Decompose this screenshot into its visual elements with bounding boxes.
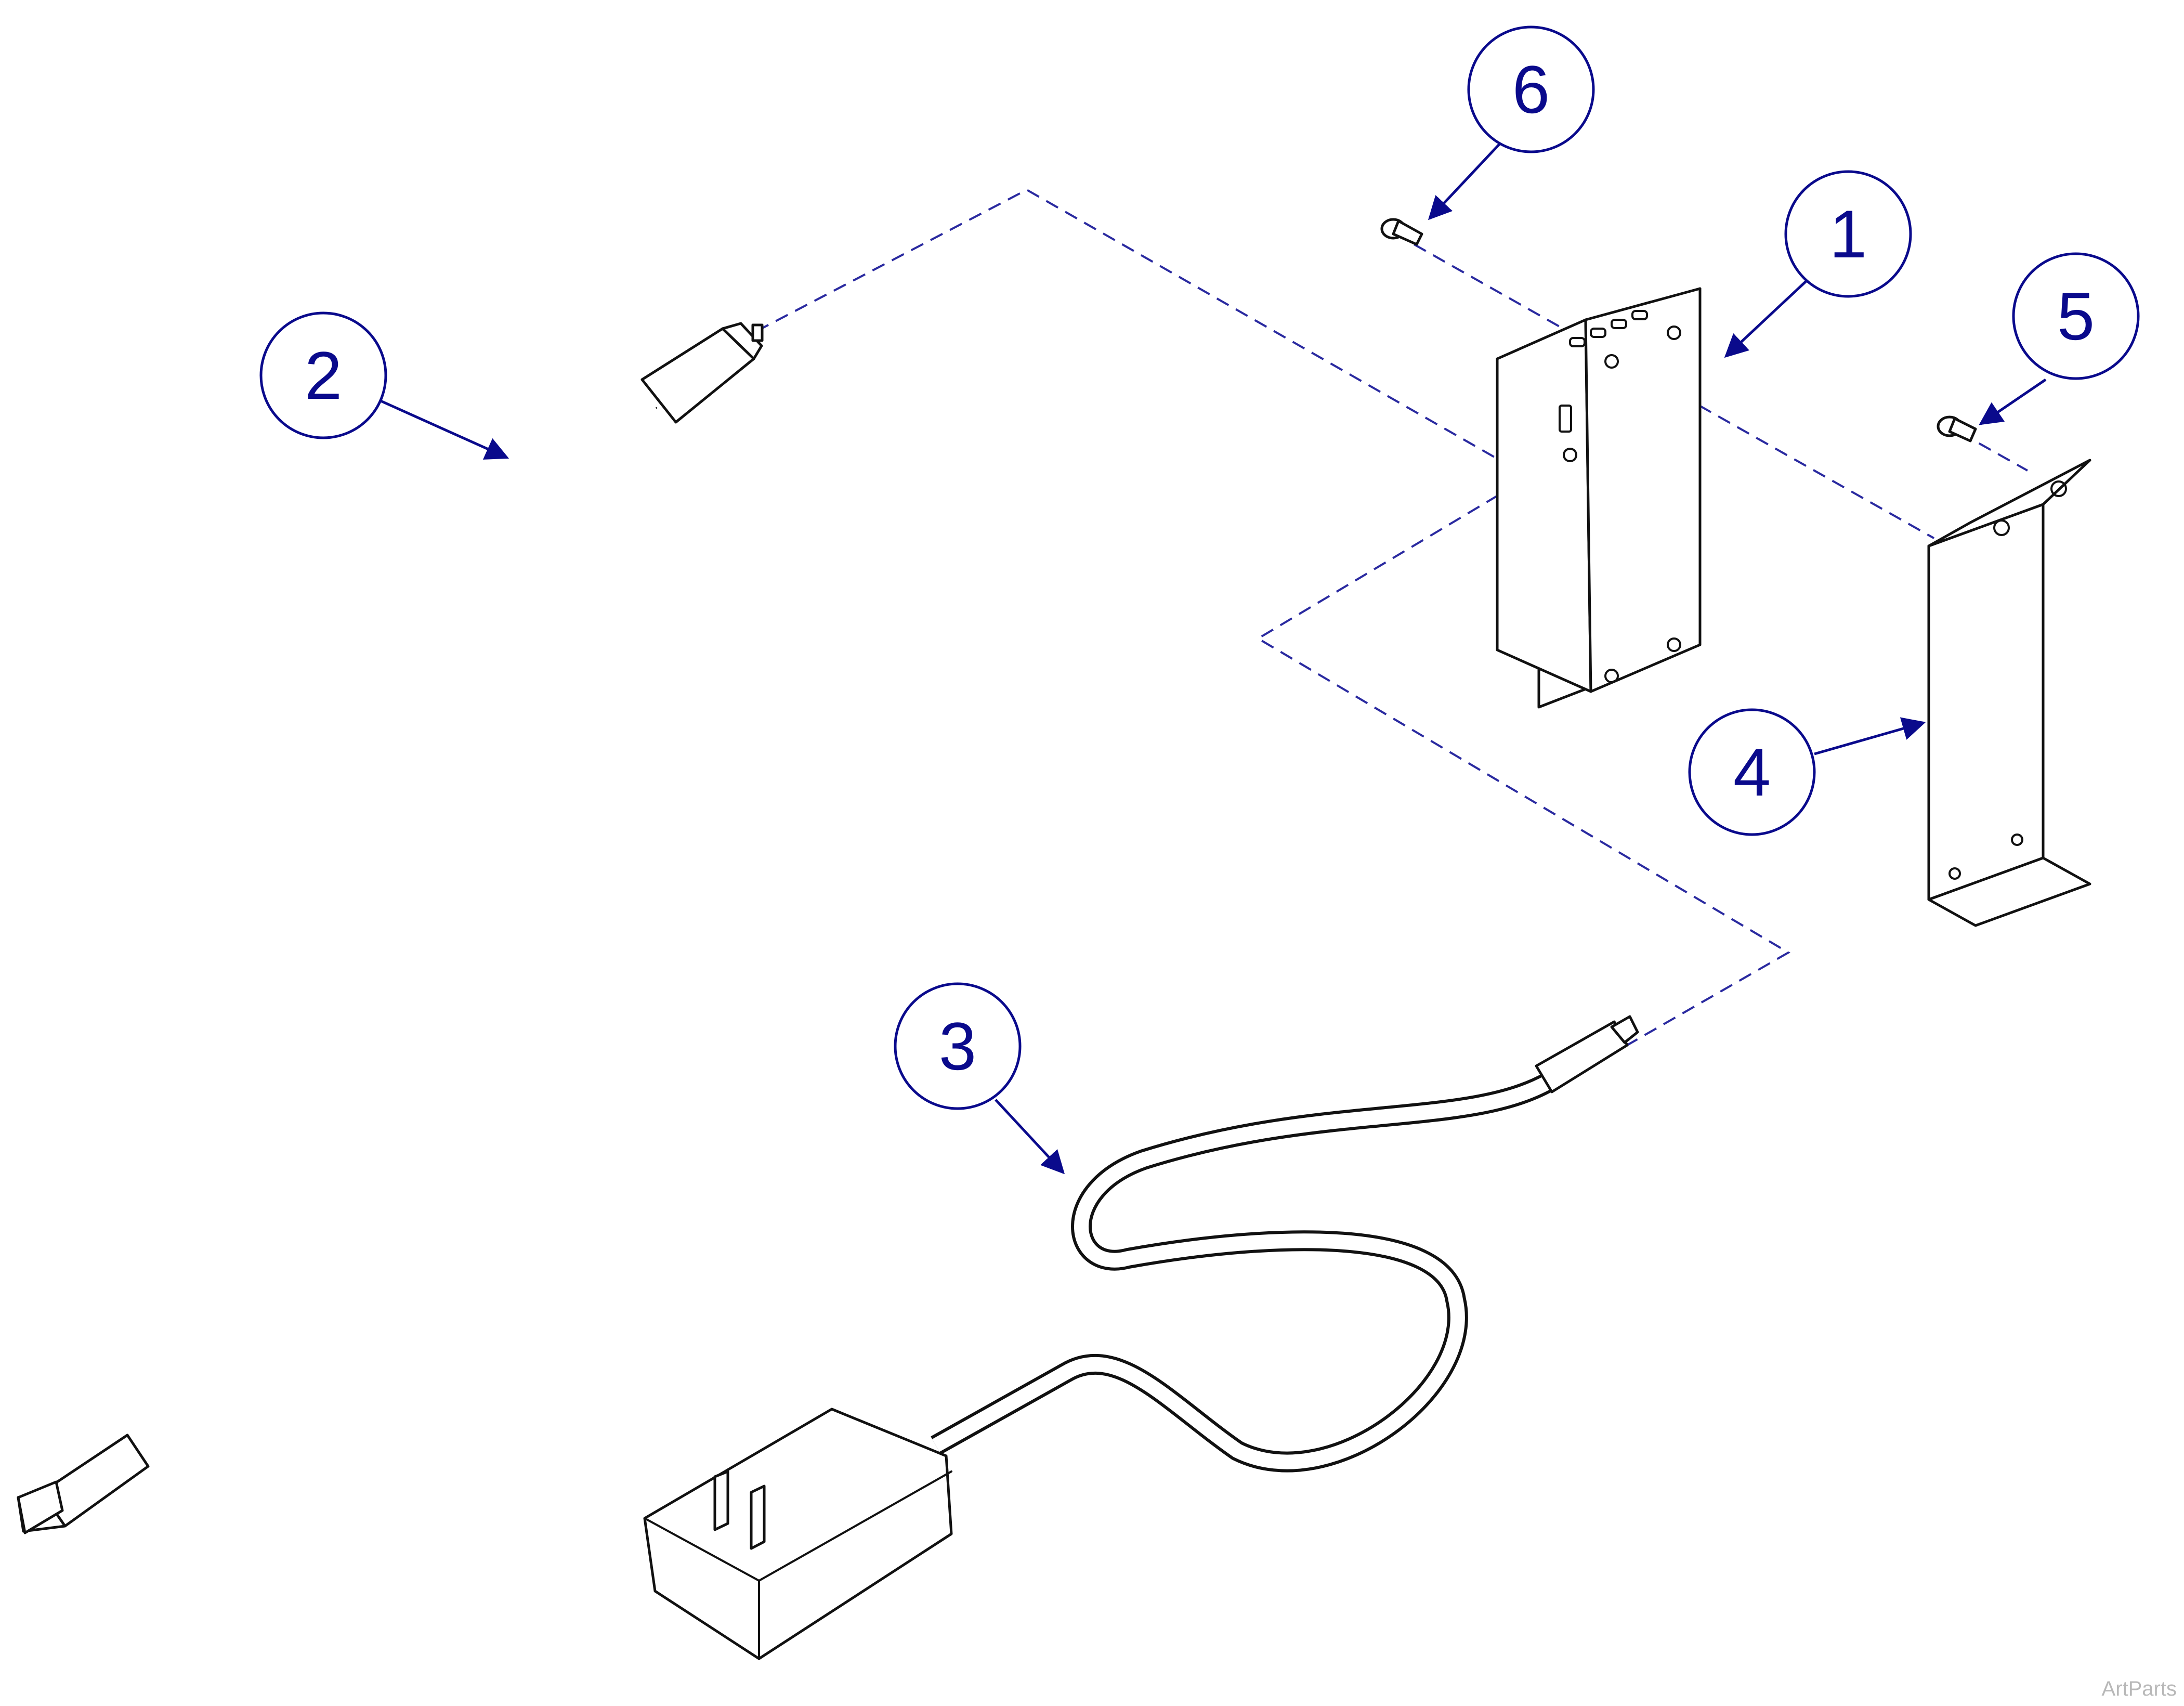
callout-5: 5	[2012, 252, 2140, 380]
artparts-watermark: ArtParts	[2101, 1677, 2177, 1700]
callout-4: 4	[1688, 708, 1816, 836]
hub-ports	[1559, 310, 1648, 462]
plug-prongs	[713, 1470, 766, 1550]
usb-cable-inner	[135, 400, 661, 1479]
callout-6: 6	[1467, 25, 1595, 153]
svg-text:3: 3	[939, 1008, 976, 1084]
usb-connector-top	[640, 322, 764, 424]
usb-connector-bottom	[17, 1434, 150, 1534]
svg-text:1: 1	[1829, 196, 1867, 272]
screw-part-6	[1380, 218, 1423, 246]
callout-leaders	[378, 132, 2047, 1175]
power-cord-inner	[932, 1075, 1553, 1469]
assembly-guide-lines	[756, 188, 2028, 1046]
power-adapter-part	[643, 1015, 1639, 1660]
usb-cable-part	[17, 322, 764, 1534]
svg-text:6: 6	[1512, 51, 1550, 127]
adapter-body	[643, 1408, 953, 1660]
callout-2: 2	[259, 311, 387, 439]
svg-text:5: 5	[2057, 278, 2095, 354]
screw-part-5	[1937, 415, 1977, 442]
mounting-bracket-part	[1927, 459, 2091, 927]
svg-text:4: 4	[1733, 734, 1771, 810]
usb-cable-outer	[139, 407, 657, 1473]
barrel-plug	[1535, 1015, 1639, 1093]
svg-text:2: 2	[305, 337, 342, 413]
callout-1: 1	[1784, 170, 1912, 298]
hub-module-part	[1496, 287, 1702, 709]
callout-3: 3	[894, 982, 1022, 1110]
